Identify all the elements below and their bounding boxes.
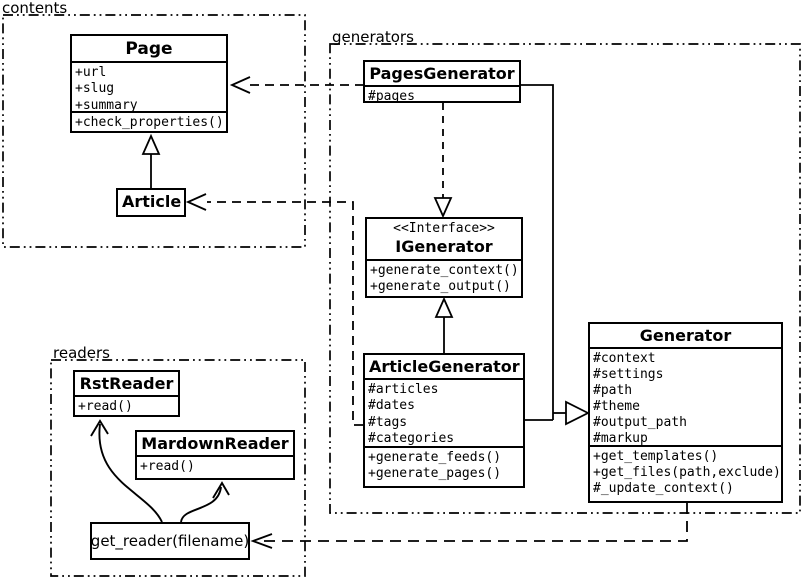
class-title: Generator: [590, 324, 781, 349]
attribute: +summary: [75, 97, 138, 113]
methods-compartment: +get_templates() +get_files(path,exclude…: [590, 447, 781, 501]
class-title-text: IGenerator: [395, 237, 493, 256]
attributes-compartment: +url +slug +summary: [72, 63, 226, 113]
method: +generate_feeds(): [368, 450, 502, 465]
package-border-readers: [50, 359, 306, 577]
attribute: #output_path: [593, 415, 687, 430]
class-article: Article: [116, 188, 186, 217]
class-mardownreader: MardownReader +read(): [135, 430, 295, 480]
class-title: PagesGenerator: [365, 62, 519, 87]
attribute: #path: [593, 383, 633, 398]
class-pagesgenerator: PagesGenerator #pages: [363, 60, 521, 103]
attribute: #markup: [593, 431, 648, 446]
attribute: +slug: [75, 81, 115, 97]
attributes-compartment: #articles #dates #tags #categories: [365, 380, 523, 448]
class-title: RstReader: [75, 372, 178, 397]
attribute: #theme: [593, 399, 640, 414]
dependency-articlegenerator-article: [185, 193, 363, 426]
attribute: #categories: [368, 430, 455, 446]
class-generator: Generator #context #settings #path #them…: [588, 322, 783, 503]
method: +get_templates(): [593, 449, 719, 464]
class-title: ArticleGenerator: [365, 355, 523, 380]
method: #_update_context(): [593, 481, 734, 497]
dependency-generator-getreader: [250, 503, 688, 549]
class-title: Page: [72, 36, 226, 63]
class-title: MardownReader: [137, 432, 293, 457]
methods-compartment: +generate_feeds() +generate_pages(): [365, 448, 523, 486]
class-page: Page +url +slug +summary +check_properti…: [70, 34, 228, 133]
method: +read(): [140, 459, 195, 474]
function-get-reader: get_reader(filename): [90, 522, 250, 560]
call-getreader-mardownreader: [180, 481, 230, 523]
method: +check_properties(): [75, 115, 224, 130]
function-label: get_reader(filename): [90, 532, 250, 550]
method: +generate_context(): [370, 263, 519, 278]
generalization-generators-generator: [521, 84, 591, 426]
package-label-contents: contents: [2, 0, 68, 17]
method: +get_files(path,exclude): [593, 465, 781, 481]
class-rstreader: RstReader +read(): [73, 370, 180, 417]
methods-compartment: +read(): [75, 397, 178, 415]
call-getreader-rstreader: [90, 419, 163, 523]
realization-pagesgenerator-igenerator: [433, 103, 453, 219]
method: +generate_output(): [370, 279, 511, 295]
attribute: #pages: [368, 89, 415, 101]
package-label-generators: generators: [332, 28, 414, 46]
dependency-pagesgenerator-page: [229, 76, 363, 94]
method: +generate_pages(): [368, 466, 502, 482]
attribute: #settings: [593, 367, 664, 382]
attribute: #articles: [368, 382, 439, 397]
methods-compartment: +read(): [137, 457, 293, 478]
generalization-articlegenerator-igenerator: [434, 296, 454, 353]
class-title: <<Interface>> IGenerator: [367, 219, 521, 261]
attribute: #dates: [368, 398, 415, 414]
package-label-readers: readers: [53, 344, 110, 362]
package-border-generators: [329, 43, 801, 514]
stereotype: <<Interface>>: [393, 221, 495, 236]
class-articlegenerator: ArticleGenerator #articles #dates #tags …: [363, 353, 525, 488]
methods-compartment: +generate_context() +generate_output(): [367, 261, 521, 296]
attributes-compartment: #context #settings #path #theme #output_…: [590, 349, 781, 447]
package-border-contents: [2, 14, 306, 248]
generalization-article-page: [141, 133, 161, 188]
class-igenerator: <<Interface>> IGenerator +generate_conte…: [365, 217, 523, 298]
class-title: Article: [122, 192, 182, 211]
methods-compartment: +check_properties(): [72, 113, 226, 131]
attribute: #tags: [368, 414, 408, 430]
method: +read(): [78, 399, 133, 414]
attribute: +url: [75, 65, 107, 80]
attribute: #context: [593, 351, 656, 366]
attributes-compartment: #pages: [365, 87, 519, 101]
